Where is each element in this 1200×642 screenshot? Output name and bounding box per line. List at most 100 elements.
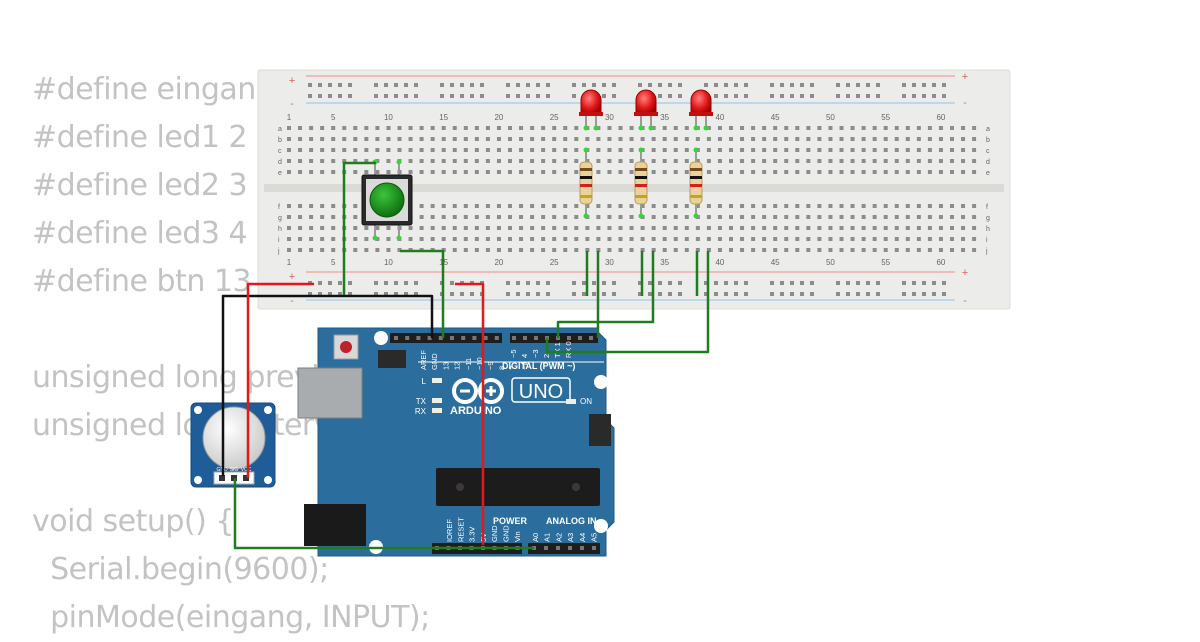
column-number: 50 <box>826 258 835 267</box>
rail-hole <box>602 281 606 285</box>
breadboard-hole <box>485 237 490 241</box>
breadboard-hole <box>364 159 369 163</box>
pin-label: 12 <box>453 362 462 370</box>
breadboard-hole <box>751 159 756 163</box>
breadboard-hole <box>474 237 479 241</box>
wires <box>221 161 710 550</box>
breadboard-hole <box>331 159 336 163</box>
breadboard-hole <box>375 170 380 174</box>
rail-hole <box>836 83 840 87</box>
breadboard-hole <box>287 226 291 230</box>
breadboard-hole <box>740 204 745 208</box>
breadboard-hole <box>629 126 634 130</box>
breadboard-hole <box>530 248 535 252</box>
breadboard-hole <box>773 170 778 174</box>
breadboard-hole <box>574 248 579 252</box>
rail-hole <box>658 83 662 87</box>
breadboard-hole <box>950 126 954 130</box>
breadboard-hole <box>342 159 347 163</box>
breadboard-hole <box>861 204 866 208</box>
row-letter: h <box>278 226 282 233</box>
breadboard-hole <box>651 215 656 219</box>
breadboard-hole <box>872 159 877 163</box>
breadboard-hole <box>695 248 700 252</box>
row-letter: a <box>278 126 282 133</box>
breadboard-hole <box>740 159 745 163</box>
breadboard-hole <box>452 137 457 141</box>
breadboard-hole <box>950 215 954 219</box>
breadboard-hole <box>541 237 546 241</box>
breadboard-hole <box>795 126 800 130</box>
rail-hole <box>404 292 408 296</box>
breadboard-hole <box>684 137 689 141</box>
breadboard-hole <box>706 237 711 241</box>
rail-hole <box>384 281 388 285</box>
pushbutton[interactable] <box>361 159 413 241</box>
breadboard-hole <box>496 204 501 208</box>
breadboard-hole <box>894 226 899 230</box>
breadboard-hole <box>806 148 811 152</box>
breadboard-hole <box>751 237 756 241</box>
row-letter: f <box>986 204 988 211</box>
breadboard-hole <box>740 237 745 241</box>
breadboard-hole <box>607 170 612 174</box>
rail-hole <box>780 94 784 98</box>
breadboard-hole <box>441 126 446 130</box>
breadboard-hole <box>320 148 325 152</box>
potentiometer-knob[interactable] <box>202 406 266 470</box>
pin-label: ~9 <box>486 361 495 370</box>
breadboard-hole <box>530 159 535 163</box>
breadboard-hole <box>397 148 402 152</box>
breadboard-hole <box>353 204 358 208</box>
analog-header <box>528 543 600 554</box>
breadboard-hole <box>717 159 722 163</box>
breadboard-hole <box>905 215 910 219</box>
breadboard-hole <box>894 215 899 219</box>
breadboard-hole <box>452 159 457 163</box>
breadboard-hole <box>386 137 391 141</box>
rail-hole <box>902 94 906 98</box>
breadboard-hole <box>961 170 966 174</box>
breadboard-hole <box>430 137 435 141</box>
wire-red-pot-vcc <box>246 282 314 478</box>
breadboard-hole <box>552 215 557 219</box>
breadboard-hole <box>496 237 501 241</box>
breadboard-hole <box>872 204 877 208</box>
breadboard-hole <box>916 215 921 219</box>
breadboard-hole <box>861 226 866 230</box>
breadboard-hole <box>485 226 490 230</box>
breadboard-hole <box>298 204 303 208</box>
breadboard-hole <box>684 215 689 219</box>
column-number: 35 <box>660 113 669 122</box>
breadboard-hole <box>530 170 535 174</box>
rail-hole <box>780 292 784 296</box>
breadboard-hole <box>927 137 932 141</box>
breadboard-hole <box>563 248 568 252</box>
breadboard-hole <box>419 237 424 241</box>
breadboard-hole <box>740 137 745 141</box>
rail-hole <box>658 292 662 296</box>
rail-hole <box>592 281 596 285</box>
center-channel <box>264 184 1004 192</box>
rail-hole <box>592 83 596 87</box>
breadboard-hole <box>353 226 358 230</box>
breadboard-hole <box>596 170 601 174</box>
rail-hole <box>328 292 332 296</box>
breadboard-hole <box>585 204 590 208</box>
breadboard-hole <box>419 137 424 141</box>
breadboard-hole <box>463 126 468 130</box>
breadboard-hole <box>717 226 722 230</box>
analog-in-label: ANALOG IN <box>546 516 597 526</box>
row-letter: d <box>986 159 990 166</box>
breadboard-hole <box>828 148 833 152</box>
wire-black-gnd <box>318 294 434 338</box>
rail-hole <box>648 281 652 285</box>
breadboard-hole <box>762 126 767 130</box>
breadboard-hole <box>474 148 479 152</box>
breadboard-hole <box>574 226 579 230</box>
reset-button[interactable] <box>340 341 352 353</box>
breadboard-hole <box>927 226 932 230</box>
breadboard-hole <box>817 237 822 241</box>
breadboard-hole <box>629 215 634 219</box>
